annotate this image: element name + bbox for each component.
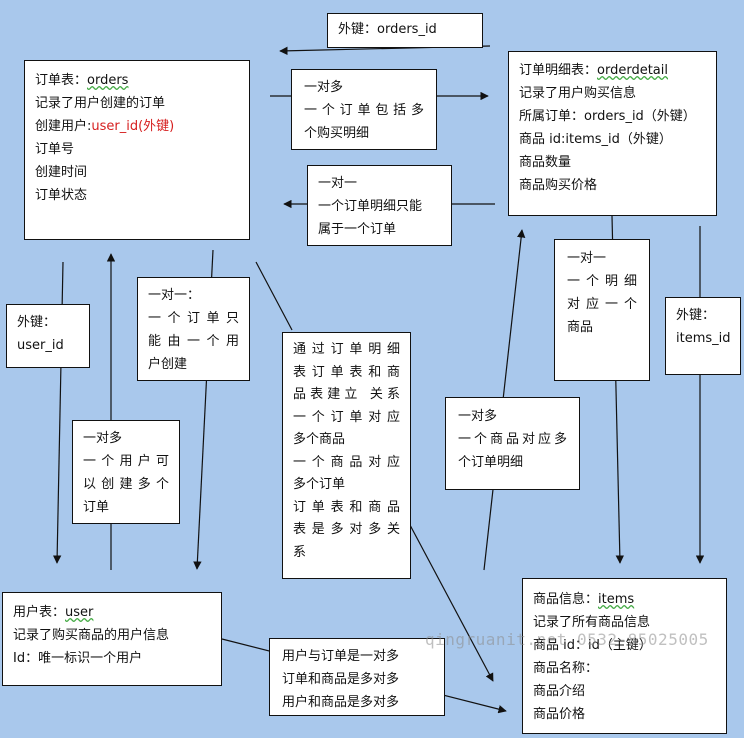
- orderdetail-quantity-field: 商品数量: [519, 155, 572, 170]
- items-detail-onetomany-note: 一对多 一个商品对应多 个订单明细: [445, 397, 580, 490]
- items-title: 商品信息：items: [533, 592, 635, 607]
- orders-user-field: 创建用户:user_id(外键): [35, 119, 175, 134]
- orders-user-onetoone-note: 一对一： 一个订单只 能由一个用 户创建: [137, 277, 250, 381]
- orders-status-field: 订单状态: [35, 188, 88, 203]
- orders-table-name: orders: [87, 73, 129, 88]
- orders-table-box: 订单表：orders 记录了用户创建的订单 创建用户:user_id(外键) 订…: [24, 60, 250, 240]
- orders-user-fk: user_id(外键): [91, 119, 175, 134]
- orderdetail-description: 记录了用户购买信息: [519, 86, 637, 101]
- watermark-text: qingruanit.net 0532-85025005: [425, 630, 709, 649]
- items-table-box: 商品信息：items 记录了所有商品信息 商品 id：id（主键） 商品名称： …: [522, 578, 727, 734]
- items-id-field: 商品 id：id（主键）: [533, 638, 652, 653]
- orders-detail-onetomany-note: 一对多 一个订单包括多 个购买明细: [291, 69, 437, 150]
- many-to-many-explanation-note: 通过订单明细 表订单表和商 品表建立 关系 一个订单对应 多个商品 一个商品对应…: [282, 332, 411, 579]
- user-table-box: 用户表：user 记录了购买商品的用户信息 Id：唯一标识一个用户: [2, 592, 222, 686]
- items-name-field: 商品名称：: [533, 661, 599, 676]
- arrow-center-to-items: [409, 524, 494, 682]
- orderdetail-title: 订单明细表：orderdetail: [519, 63, 668, 78]
- items-intro-field: 商品介绍: [533, 684, 586, 699]
- user-title: 用户表：user: [13, 605, 94, 620]
- detail-orders-onetoone-note: 一对一 一个订单明细只能 属于一个订单: [307, 165, 452, 246]
- relationship-summary-note: 用户与订单是一对多 订单和商品是多对多 用户和商品是多对多: [269, 638, 445, 716]
- fk-items-id-label: 外键： items_id: [665, 297, 741, 375]
- orderdetail-table-box: 订单明细表：orderdetail 记录了用户购买信息 所属订单：orders_…: [508, 51, 717, 216]
- user-description: 记录了购买商品的用户信息: [13, 628, 170, 643]
- line-orders-to-center: [255, 261, 293, 331]
- fk-orders-id-label: 外键：orders_id: [327, 13, 483, 48]
- orders-description: 记录了用户创建的订单: [35, 96, 166, 111]
- items-description: 记录了所有商品信息: [533, 615, 651, 630]
- fk-user-id-label: 外键： user_id: [6, 304, 90, 368]
- items-price-field: 商品价格: [533, 707, 586, 722]
- orderdetail-items-fk: 商品 id:items_id（外键）: [519, 132, 672, 147]
- orderdetail-orders-fk: 所属订单：orders_id（外键）: [519, 109, 696, 124]
- detail-items-onetoone-note: 一对一 一个明细 对应一个 商品: [554, 239, 650, 381]
- user-id-field: Id：唯一标识一个用户: [13, 651, 143, 666]
- user-orders-onetomany-note: 一对多 一个用户可 以创建多个 订单: [72, 420, 180, 524]
- items-table-name: items: [598, 592, 635, 607]
- orderdetail-table-name: orderdetail: [597, 63, 668, 78]
- orders-title: 订单表：orders: [35, 73, 129, 88]
- user-table-name: user: [65, 605, 94, 620]
- orderdetail-price-field: 商品购买价格: [519, 178, 598, 193]
- orders-time-field: 创建时间: [35, 165, 88, 180]
- orders-number-field: 订单号: [35, 142, 75, 157]
